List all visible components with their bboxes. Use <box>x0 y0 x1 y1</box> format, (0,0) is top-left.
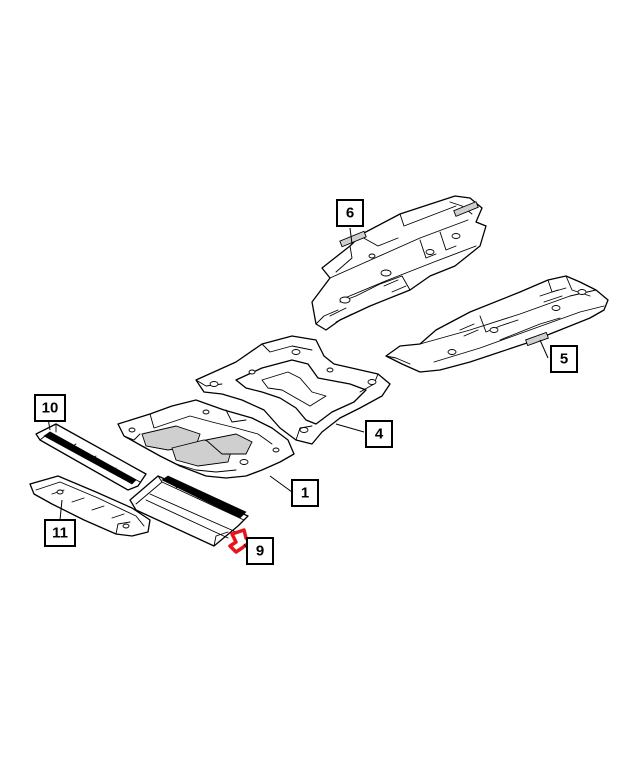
callout-10: 10 <box>34 394 66 422</box>
callout-5: 5 <box>550 345 578 373</box>
part-4-frame-shield <box>195 335 391 445</box>
callout-10-label: 10 <box>42 400 59 417</box>
callout-4: 4 <box>365 420 393 448</box>
part-6-heat-shield <box>311 195 487 331</box>
callout-4-label: 4 <box>375 426 384 443</box>
callout-9: 9 <box>246 537 274 565</box>
callout-11: 11 <box>44 519 76 547</box>
callout-9-label: 9 <box>256 543 264 560</box>
part-1-floor-shield <box>117 399 295 479</box>
callout-11-label: 11 <box>52 525 68 542</box>
callout-1: 1 <box>291 479 319 507</box>
part-10-rail-shield <box>35 423 147 491</box>
callout-6: 6 <box>336 199 364 227</box>
highlight-marker <box>228 528 252 554</box>
part-11-lower-shield <box>29 475 151 537</box>
part-9-shield-panel <box>129 475 249 547</box>
callout-5-label: 5 <box>560 351 568 368</box>
callout-6-label: 6 <box>346 205 354 222</box>
part-5-heat-shield <box>385 275 609 373</box>
callout-1-label: 1 <box>301 485 309 502</box>
leader-lines <box>47 227 549 551</box>
